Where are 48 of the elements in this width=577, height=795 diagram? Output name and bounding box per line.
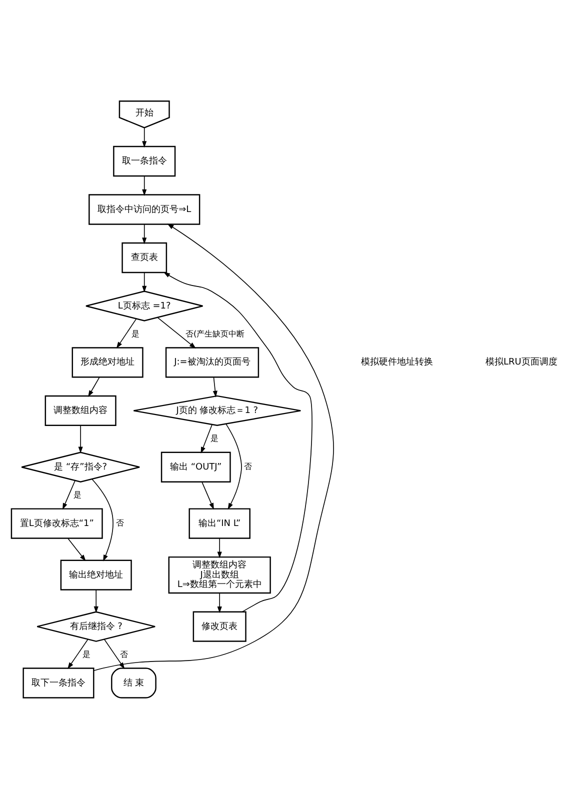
- node-box: 输出 “OUTJ”: [160, 451, 231, 482]
- arrow: [200, 424, 212, 454]
- edge-label: 是: [210, 432, 219, 442]
- arrow: [202, 481, 214, 510]
- node-box: 取一条指令: [113, 145, 176, 176]
- node-box: J:=被淘汰的页面号: [165, 346, 260, 378]
- node-box: 形成绝对地址: [72, 346, 144, 378]
- arrow: [142, 223, 147, 244]
- arrow: [142, 272, 147, 292]
- node-box: 取下一条指令: [22, 667, 94, 698]
- arrow: [68, 538, 86, 561]
- arrow: [68, 638, 88, 669]
- arrow: [217, 592, 222, 613]
- node-diamond: 有后继指令 ?: [36, 610, 156, 642]
- node-diamond: 是 “存”指令?: [21, 451, 140, 482]
- arrow: [163, 271, 312, 612]
- node-box: 调整数组内容: [44, 394, 116, 426]
- node-box: 输出绝对地址: [60, 559, 132, 590]
- arrow: [78, 424, 83, 453]
- arrow: [142, 126, 147, 148]
- edge-label: 否: [244, 460, 252, 471]
- arrow: [62, 480, 76, 510]
- arrow: [217, 538, 222, 558]
- arrow: [92, 478, 114, 561]
- arrow: [212, 376, 218, 397]
- edge-label: 否: [120, 648, 128, 658]
- node-box: 修改页表: [192, 610, 246, 642]
- arrow: [157, 316, 196, 348]
- arrow: [116, 318, 137, 348]
- edge-label: 是: [82, 648, 90, 658]
- edge-label: 否: [116, 517, 124, 528]
- node-box: 查页表: [122, 242, 168, 273]
- label: 模拟LRU页面调度: [485, 357, 558, 368]
- node-box: 输出“IN L”: [188, 508, 250, 538]
- node-box: 结 束: [111, 667, 156, 698]
- node-box: 取指令中访问的页号⇒L: [88, 194, 200, 224]
- node-box: 调整数组内容 J退出数组 L⇒数组第一个元素中: [168, 556, 271, 594]
- arrow: [88, 376, 100, 396]
- arrow: [226, 423, 242, 510]
- node-box: 置L页修改标志“1”: [10, 508, 103, 538]
- edge-label: 否(产生缺页中断: [186, 328, 245, 338]
- arrow: [94, 589, 98, 612]
- node-diamond: L页标志 =1?: [85, 290, 204, 321]
- edge-label: 是: [73, 488, 82, 499]
- label: 模拟硬件地址转换: [361, 357, 434, 368]
- edge-label: 是: [131, 328, 140, 338]
- arrow: [142, 175, 147, 196]
- node-diamond: J页的 修改标志＝1 ?: [133, 394, 302, 426]
